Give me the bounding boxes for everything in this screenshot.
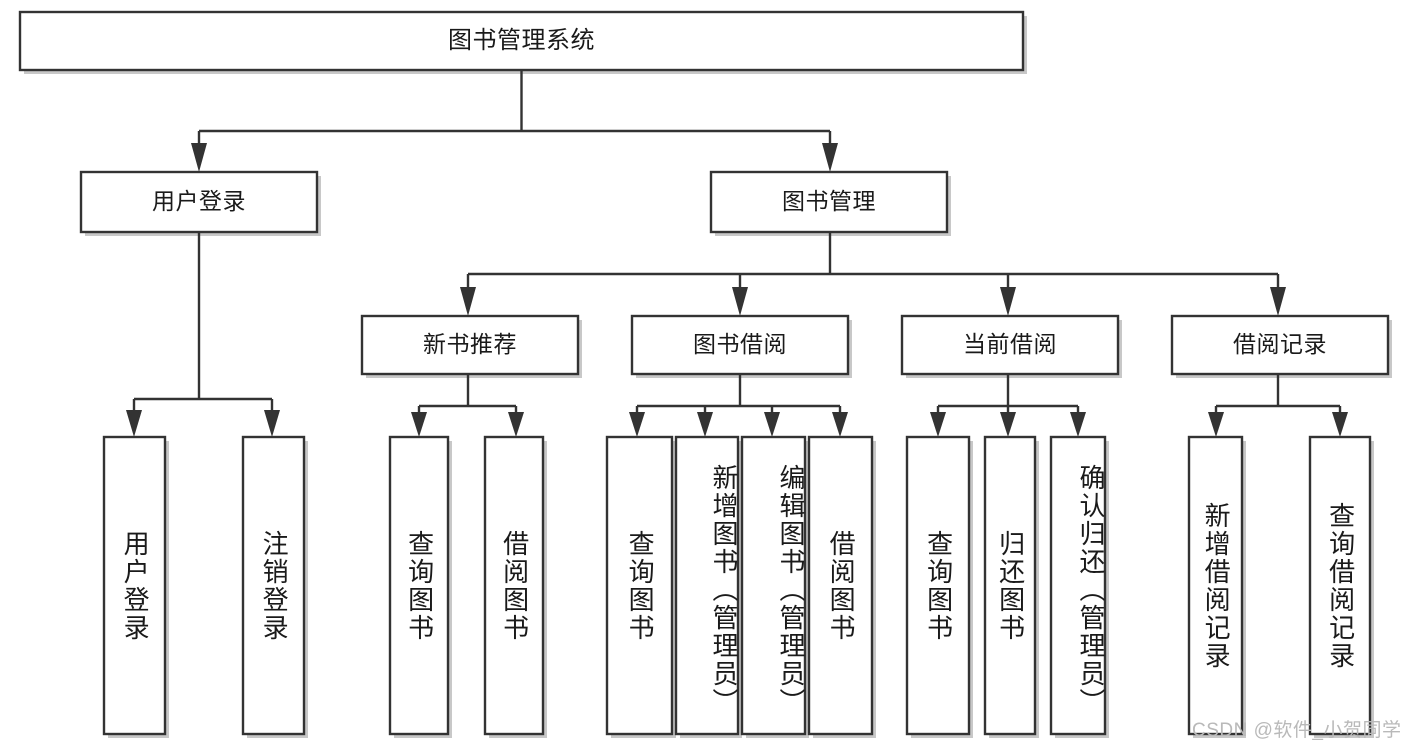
connector-newbook-to-leaves	[411, 374, 524, 437]
connector-root-to-level2	[191, 70, 838, 172]
node-borrow-record[interactable]	[1170, 314, 1390, 376]
node-root[interactable]	[18, 10, 1025, 72]
node-leaf-add-record[interactable]	[1187, 435, 1244, 736]
node-book-borrow[interactable]	[630, 314, 850, 376]
connector-bookmgmt-to-level3	[460, 232, 1286, 316]
watermark: CSDN @软件_小贺同学	[1192, 720, 1402, 741]
node-book-management[interactable]	[709, 170, 949, 234]
node-leaf-query-book-2[interactable]	[605, 435, 674, 736]
node-leaf-user-logout[interactable]	[241, 435, 306, 736]
node-leaf-borrow-book-2[interactable]	[807, 435, 874, 736]
node-leaf-query-book-3[interactable]	[905, 435, 971, 736]
connector-currentborrow-to-leaves	[930, 374, 1086, 437]
node-leaf-query-record[interactable]	[1308, 435, 1372, 736]
node-leaf-user-login[interactable]	[102, 435, 167, 736]
node-user-login[interactable]	[79, 170, 319, 234]
node-leaf-add-book[interactable]	[674, 435, 740, 736]
node-leaf-query-book-1[interactable]	[388, 435, 450, 736]
connector-userlogin-to-leaves	[126, 232, 280, 437]
node-new-book-recommend[interactable]	[360, 314, 580, 376]
connector-borrowrecord-to-leaves	[1208, 374, 1348, 437]
connector-bookborrow-to-leaves	[629, 374, 848, 437]
node-leaf-return-book[interactable]	[983, 435, 1037, 736]
node-leaf-edit-book[interactable]	[740, 435, 807, 736]
node-current-borrow[interactable]	[900, 314, 1120, 376]
node-leaf-borrow-book-1[interactable]	[483, 435, 545, 736]
node-leaf-confirm-return[interactable]	[1049, 435, 1107, 736]
